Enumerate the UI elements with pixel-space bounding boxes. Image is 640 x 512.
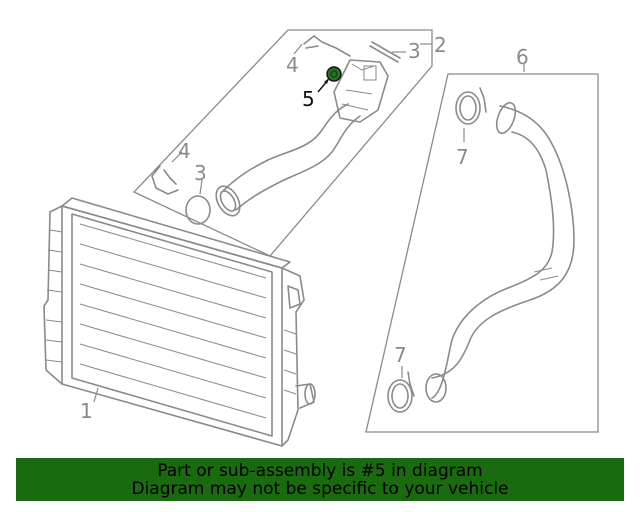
callout-1: 1 [80, 399, 93, 423]
hose-clamp-upper[interactable] [455, 87, 487, 125]
callout-3-left: 3 [194, 161, 207, 185]
banner-line-2: Diagram may not be specific to your vehi… [131, 478, 509, 499]
callout-4-upper: 4 [286, 53, 299, 77]
upper-hose-panel [132, 29, 433, 257]
callout-2: 2 [434, 33, 447, 57]
seal-left[interactable] [185, 195, 211, 225]
callout-5: 5 [302, 87, 315, 111]
lower-charge-air-hose[interactable] [425, 100, 575, 403]
hose-clamp-lower[interactable] [387, 371, 415, 413]
intercooler[interactable] [43, 197, 316, 447]
callout-4-left: 4 [178, 139, 191, 163]
callout-7-lower: 7 [394, 343, 407, 367]
info-banner: Part or sub-assembly is #5 in diagram Di… [16, 458, 624, 501]
callout-3-upper: 3 [408, 39, 421, 63]
callout-7-upper: 7 [456, 145, 469, 169]
parts-diagram: 1 2 4 3 5 4 3 [43, 29, 599, 447]
banner-line-1: Part or sub-assembly is #5 in diagram [157, 460, 483, 481]
hose-clip-upper[interactable] [303, 35, 351, 57]
callout-6: 6 [516, 45, 529, 69]
upper-charge-air-hose[interactable] [211, 59, 389, 220]
hose-clip-left[interactable] [151, 165, 179, 195]
part-5-highlighted[interactable] [326, 66, 342, 82]
seal-upper[interactable] [369, 41, 401, 63]
lower-hose-panel [365, 73, 599, 433]
